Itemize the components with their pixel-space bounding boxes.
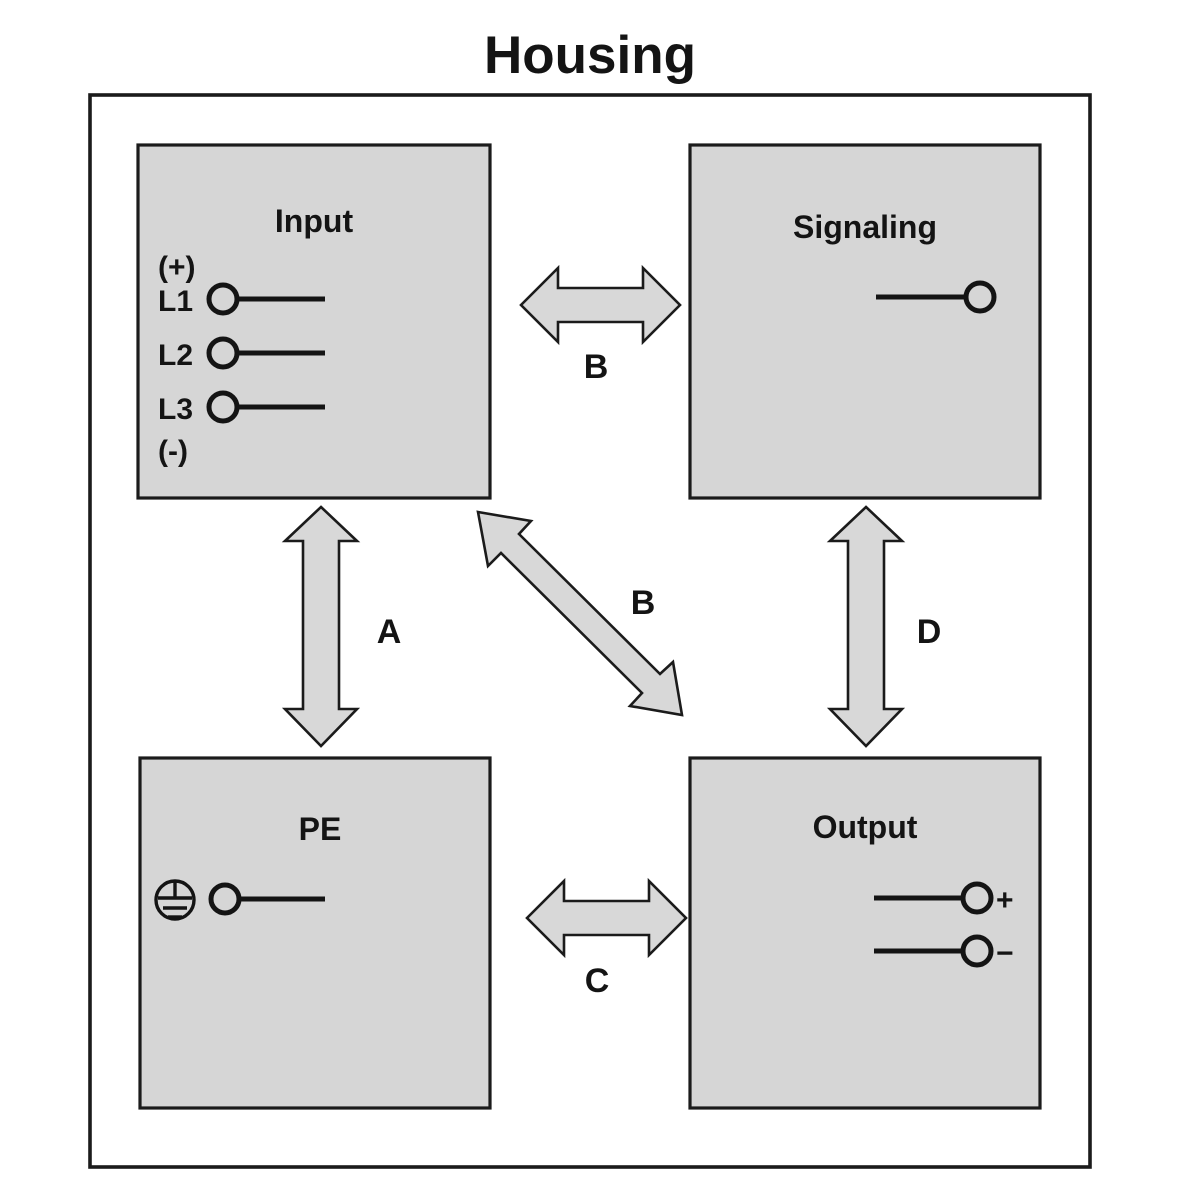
arrow-input-pe-shape [281, 505, 361, 748]
input-terminal-l3-label: L3 [158, 393, 193, 426]
arrow-signaling-output: D [826, 505, 942, 748]
arrow-input-pe-label: A [377, 613, 402, 651]
housing-boundary [88, 93, 1092, 1169]
signaling-terminal-1 [876, 280, 997, 314]
output-terminal-positive: + [874, 881, 1014, 917]
input-polarity-plus: (+) [158, 251, 196, 284]
output-box [688, 756, 1042, 1110]
arrow-input-output-shape [476, 510, 684, 717]
block-signaling: Signaling [688, 143, 1042, 500]
input-terminal-l2-label: L2 [158, 339, 193, 372]
arrow-input-output-label: B [631, 584, 656, 622]
arrow-input-signaling: B [519, 264, 682, 386]
signaling-terminal-1-circle [963, 280, 997, 314]
pe-title: PE [299, 811, 342, 847]
pe-terminal-1 [208, 882, 325, 916]
arrow-pe-output-shape [525, 877, 688, 959]
input-terminal-l1-label: L1 [158, 285, 193, 318]
protective-earth-icon [154, 879, 196, 921]
block-input: Input (+) L1 L2 L3 (-) [136, 143, 492, 500]
arrow-input-output: B [476, 510, 684, 717]
arrow-pe-output-label: C [585, 962, 610, 1000]
output-title: Output [813, 809, 918, 845]
pe-box [138, 756, 492, 1110]
arrow-signaling-output-label: D [917, 613, 942, 651]
output-terminal-negative-label: − [996, 937, 1014, 970]
arrow-input-pe: A [281, 505, 402, 748]
block-output: Output + − [688, 756, 1042, 1110]
signaling-title: Signaling [793, 209, 937, 245]
arrow-pe-output: C [525, 877, 688, 1000]
input-terminal-l1: L1 [158, 282, 325, 318]
output-terminal-positive-circle [960, 881, 994, 915]
input-terminal-l3: L3 [158, 390, 325, 426]
input-title: Input [275, 203, 354, 239]
block-pe: PE [138, 756, 492, 1110]
signaling-box [688, 143, 1042, 500]
page-title: Housing [484, 26, 696, 85]
input-polarity-minus: (-) [158, 435, 188, 468]
arrow-signaling-output-shape [826, 505, 906, 748]
input-terminal-l2: L2 [158, 336, 325, 372]
output-terminal-negative: − [874, 934, 1014, 970]
arrow-input-signaling-shape [519, 264, 682, 346]
input-box [136, 143, 492, 500]
output-terminal-negative-circle [960, 934, 994, 968]
output-terminal-positive-label: + [996, 884, 1014, 917]
arrow-input-signaling-label: B [584, 348, 609, 386]
